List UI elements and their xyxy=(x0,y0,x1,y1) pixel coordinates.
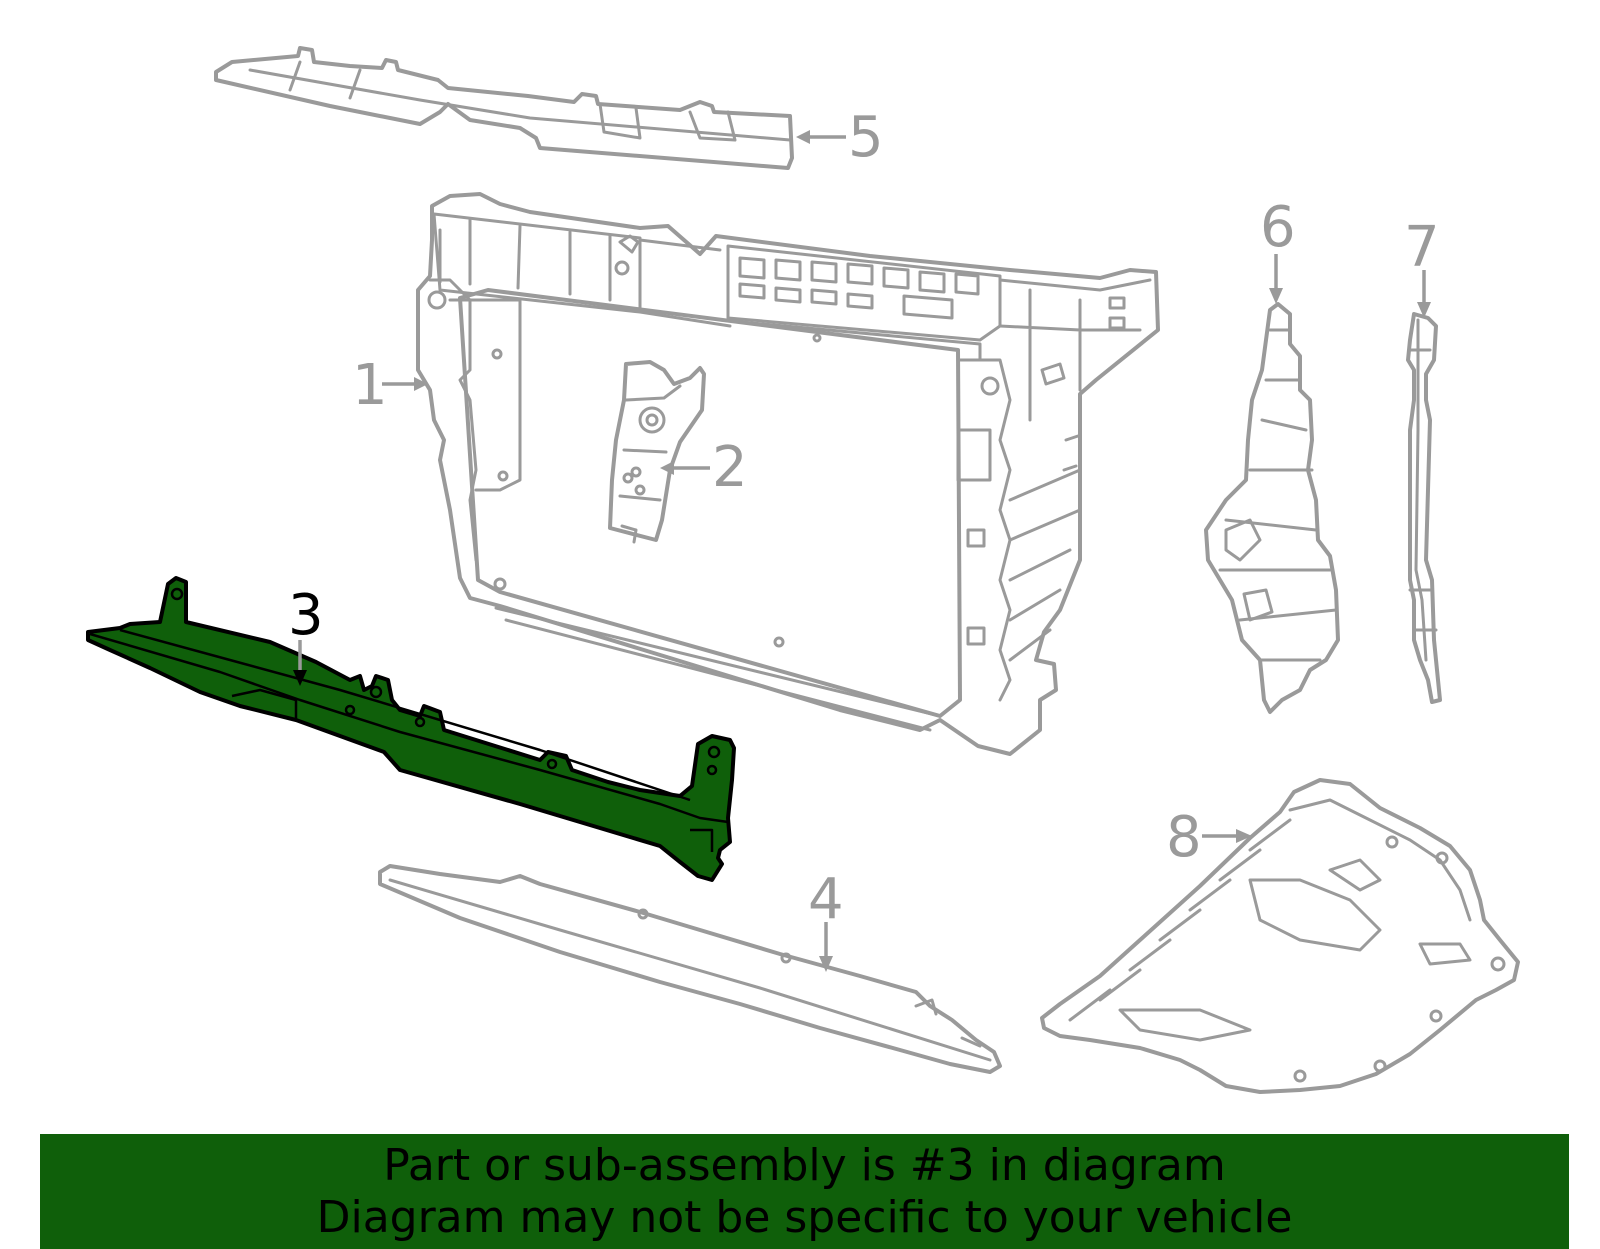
part-7-side-seal[interactable] xyxy=(1406,312,1442,704)
callout-7: 7 xyxy=(1404,215,1440,280)
part-1-radiator-support[interactable] xyxy=(416,192,1160,756)
part-4-lower-deflector[interactable] xyxy=(378,864,1002,1074)
callout-3: 3 xyxy=(288,583,324,648)
callout-6: 6 xyxy=(1260,195,1296,260)
part-3-lower-crossmember[interactable] xyxy=(86,576,736,882)
part-6-side-deflector[interactable] xyxy=(1204,302,1340,714)
callout-2: 2 xyxy=(712,435,748,500)
banner-line-1: Part or sub-assembly is #3 in diagram xyxy=(383,1139,1226,1191)
info-banner: Part or sub-assembly is #3 in diagram Di… xyxy=(40,1134,1569,1249)
callout-8: 8 xyxy=(1166,805,1202,870)
part-2-center-bracket[interactable] xyxy=(608,360,706,544)
callout-arrows xyxy=(293,130,1431,972)
callout-1: 1 xyxy=(352,353,388,418)
part-5-upper-cover[interactable] xyxy=(214,46,794,170)
part-8-under-shield[interactable] xyxy=(1040,778,1520,1094)
callout-5: 5 xyxy=(848,105,884,170)
banner-line-2: Diagram may not be specific to your vehi… xyxy=(316,1191,1293,1243)
callout-4: 4 xyxy=(808,867,844,932)
